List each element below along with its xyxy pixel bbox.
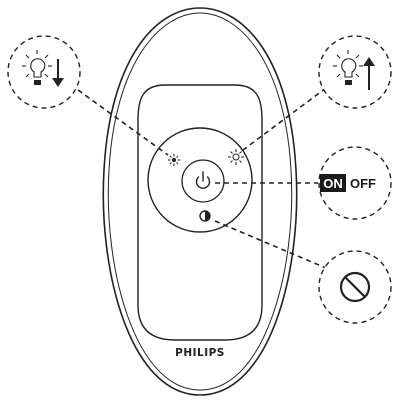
sun-outline-icon [228, 149, 244, 165]
callout-power: ON OFF [318, 146, 392, 220]
control-ring [147, 127, 253, 233]
callout-disabled [318, 250, 392, 324]
on-label: ON [323, 176, 343, 191]
callout-dim-down [7, 35, 81, 109]
bulb-arrow-down-icon [22, 50, 64, 87]
brightness-down-button[interactable] [168, 154, 180, 166]
extra-button[interactable] [199, 210, 211, 222]
brightness-up-button[interactable] [228, 149, 244, 165]
on-badge [320, 174, 346, 192]
callout-lines [77, 87, 327, 269]
power-icon [195, 171, 211, 189]
sun-small-icon [168, 154, 180, 166]
remote-body [102, 7, 298, 396]
half-moon-icon [199, 210, 211, 222]
brand-label: PHILIPS [175, 347, 225, 359]
no-symbol-icon [339, 271, 371, 303]
power-button[interactable] [181, 159, 225, 203]
callout-dim-up [318, 35, 392, 109]
bulb-arrow-up-icon [333, 50, 375, 90]
off-label: OFF [350, 176, 376, 191]
